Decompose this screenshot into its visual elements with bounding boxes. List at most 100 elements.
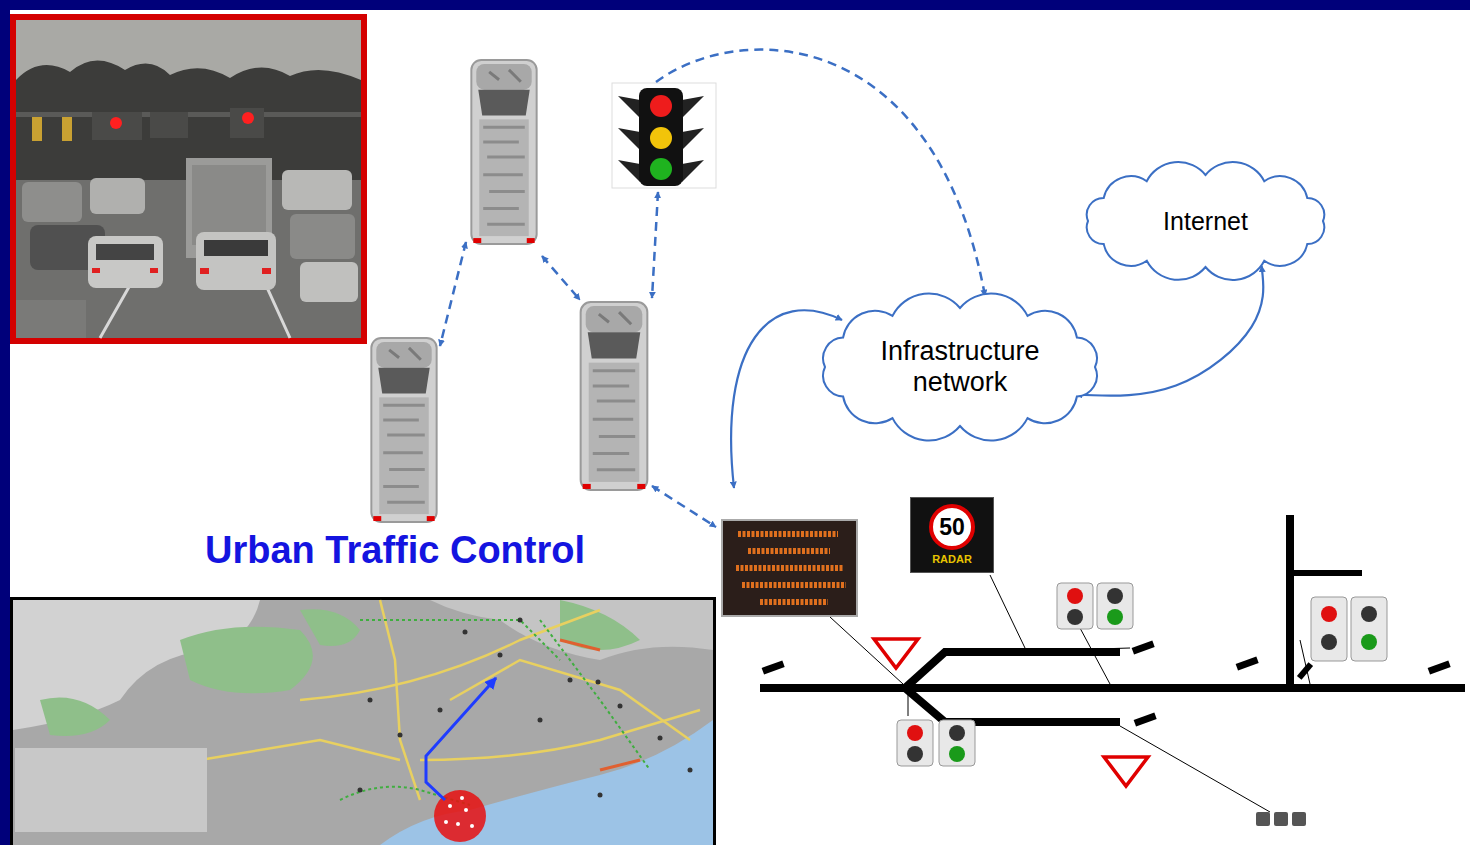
cloud-outline (823, 294, 1097, 441)
variable-message-sign (742, 582, 846, 588)
city-map (300, 609, 360, 646)
city-map (448, 804, 452, 808)
traffic-photo (16, 300, 86, 338)
cloud-outline (815, 298, 1105, 436)
vehicle-icon (471, 60, 536, 244)
city-map (568, 678, 573, 683)
road-schematic (1134, 712, 1157, 726)
city-map (464, 808, 468, 812)
detector-icon (1292, 812, 1306, 826)
traffic-light-icon (650, 158, 672, 180)
variable-message-sign (748, 548, 830, 554)
signal-head (939, 720, 975, 766)
signal-head (897, 720, 933, 766)
traffic-light-icon (682, 96, 704, 182)
vehicle-icon (371, 60, 647, 522)
city-map (560, 640, 600, 650)
signal-head (1097, 583, 1133, 629)
traffic-photo (150, 112, 188, 138)
traffic-photo (242, 112, 254, 124)
city-map (358, 788, 363, 793)
road-schematic (908, 692, 909, 716)
city-map (463, 630, 468, 635)
infrastructure-link (731, 310, 842, 488)
node-title: Infrastructure network (855, 336, 1065, 398)
diagram-heading: Urban Traffic Control (205, 529, 585, 572)
city-map (10, 597, 716, 845)
variable-message-sign (736, 534, 846, 602)
variable-message-sign (760, 599, 828, 605)
variable-message-sign (722, 520, 857, 616)
v2v-link (440, 50, 985, 527)
speed-sign: 50RADAR (910, 497, 994, 573)
road-schematic (905, 652, 1120, 688)
road-schematic (1286, 515, 1294, 688)
city-map (380, 720, 713, 845)
detector-icon (1256, 812, 1306, 826)
road-schematic (762, 660, 785, 674)
road-schematic (760, 515, 1465, 812)
traffic-photo (10, 14, 367, 344)
city-map (358, 618, 693, 798)
city-map (200, 740, 400, 760)
signal-head (1107, 588, 1123, 604)
city-map (560, 600, 640, 650)
road-schematic (1236, 656, 1259, 670)
v2v-link (652, 192, 658, 298)
traffic-photo (32, 117, 42, 141)
city-map (368, 698, 373, 703)
variable-message-sign (736, 565, 844, 571)
city-map (538, 718, 543, 723)
cloud-node: Internet (1078, 165, 1333, 277)
signal-head (1351, 597, 1387, 661)
yield-sign (874, 639, 1148, 786)
v2v-link (440, 242, 466, 346)
city-map (444, 820, 448, 824)
traffic-photo (300, 262, 358, 302)
city-map (658, 736, 663, 741)
city-map (518, 618, 523, 623)
signal-head (907, 746, 923, 762)
traffic-light-icon (618, 96, 640, 182)
city-map (10, 597, 716, 845)
city-map (200, 600, 700, 800)
road-schematic (830, 575, 1310, 812)
traffic-light-icon (639, 88, 683, 186)
signal-head (1321, 606, 1337, 622)
traffic-photo (204, 240, 268, 256)
traffic-photo (92, 268, 100, 273)
city-map (15, 748, 207, 832)
city-map (470, 824, 474, 828)
signal-head (1067, 588, 1083, 604)
v2v-link (542, 256, 580, 300)
traffic-photo (62, 117, 72, 141)
city-map (618, 704, 623, 709)
node-title: 50 (929, 504, 975, 550)
variable-message-sign (738, 531, 838, 537)
city-map (444, 796, 474, 828)
cloud-outline (1087, 162, 1324, 280)
signal-head (1107, 609, 1123, 625)
traffic-photo (282, 170, 352, 210)
city-map (340, 620, 650, 805)
road-schematic (1290, 570, 1362, 576)
traffic-photo (88, 236, 163, 288)
traffic-photo (196, 232, 276, 290)
city-map (13, 600, 713, 845)
city-map (430, 600, 713, 660)
cloud-node: Infrastructure network (815, 298, 1105, 436)
traffic-photo (10, 14, 367, 344)
city-map (498, 653, 503, 658)
road-schematic (1080, 628, 1110, 684)
traffic-light-icon (612, 83, 716, 188)
road-schematic (760, 684, 1465, 692)
traffic-photo (22, 182, 82, 222)
city-map (688, 768, 693, 773)
city-map (40, 698, 110, 737)
signal-head (1311, 597, 1347, 661)
road-schematic (1297, 662, 1313, 680)
traffic-photo (230, 108, 264, 138)
yield-sign (874, 639, 918, 668)
city-map (398, 733, 403, 738)
